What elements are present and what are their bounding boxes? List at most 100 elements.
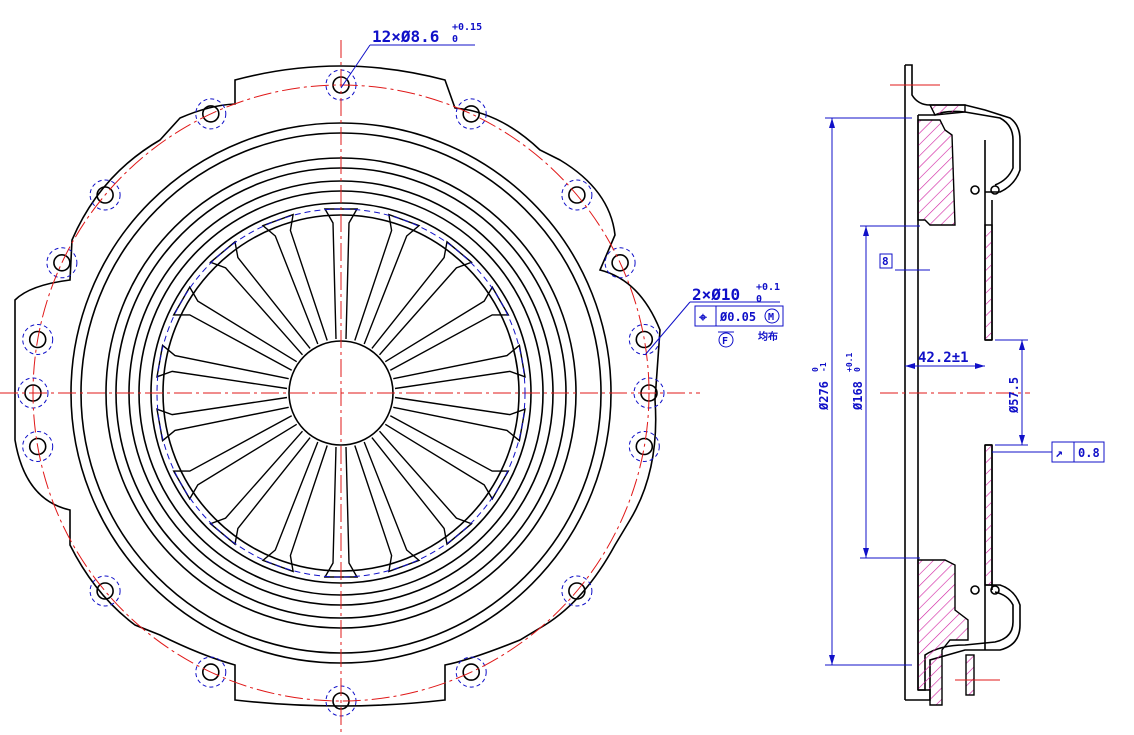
arrow-mid-top [863,226,869,236]
holes-12-callout: 12×Ø8.6 +0.15 0 [340,22,482,89]
arrow-inner-bottom [1019,435,1025,445]
inner-diameter-label: Ø57.5 [1007,377,1021,414]
bolt-hole-counterbore [455,656,487,688]
spring-rivet-circle [156,208,526,578]
arrow-mid-bottom [863,548,869,558]
diaphragm-finger [354,213,421,345]
mid-diameter-tol-upper: +0.1 [845,353,854,372]
runout-value: 0.8 [1078,446,1100,460]
bolt-hole [202,663,220,681]
runout-frame [1051,441,1105,463]
holes-12-tol-upper: +0.15 [452,22,482,33]
outer-diameter-tol-upper: 0 [811,367,820,372]
bolt-hole [611,253,629,272]
bolt-hole [28,437,47,456]
holes-2-tol-upper: +0.1 [756,282,780,293]
bolt-hole [635,437,654,456]
holes-2-tol-lower: 0 [756,294,762,305]
side-box-text: 8 [882,255,889,268]
bolt-hole [568,186,586,204]
bolt-hole-counterbore [22,324,54,355]
diaphragm-finger [354,441,421,573]
bolt-hole-counterbore [89,575,121,607]
top-strap-section [928,104,966,116]
bolt-hole [28,330,47,349]
fcf-datum-circle [718,332,734,348]
dimension-arrowheads [829,118,1025,665]
bolt-hole-counterbore [561,575,593,607]
holes-12-leader [340,44,371,89]
bolt-hole-counterbore [22,431,54,462]
holes-2-leader [644,301,691,356]
fcf-datum: F [722,336,728,347]
bolt-hole-counterbore [628,431,660,462]
outer-diameter-text: Ø276 [817,381,831,411]
fcf-modifier: M [768,312,774,323]
diaphragm-finger [261,441,328,573]
runout-control-frame: ↗ 0.8 [1051,441,1105,463]
bolt-hole-counterbore [195,656,227,688]
diaphragm-finger [371,240,473,356]
arrow-inner-top [1019,340,1025,350]
fcf-tolerance: Ø0.05 [719,310,756,324]
pressure-plate-section-bottom [917,559,969,706]
bottom-flange-profile [905,584,1021,701]
pivot-ring-top-b [990,185,1000,195]
diaphragm-finger [371,430,473,546]
holes-12-tol-lower: 0 [452,34,458,45]
arrow-outer-top [829,118,835,128]
top-flange-profile [905,64,1021,193]
depth-text: 42.2±1 [918,350,969,366]
diaphragm-finger [393,343,526,390]
diaphragm-finger [156,396,289,443]
cover-wall-section-top [984,224,993,341]
pressure-plate-section-top [917,119,956,226]
inner-diameter-text: Ø57.5 [1007,377,1021,414]
pressure-plate-sections [917,104,993,706]
bolt-hole-counterbore [455,98,487,130]
fcf-note: 均布 [758,330,778,343]
bolt-hole [568,582,586,600]
fcf-position-symbol: ⌖ [698,310,707,326]
bolt-hole [635,330,654,349]
diaphragm-finger [172,415,298,501]
bolt-hole [96,186,114,204]
fcf-frame [694,305,784,327]
bolt-hole-counterbore [46,247,78,279]
pivot-ring-bottom-b [990,585,1000,595]
front-centerlines [0,40,700,735]
diaphragm-finger [209,430,311,546]
front-view [14,65,665,717]
position-feature-control-frame: ⌖ Ø0.05 M F 均布 [694,305,784,348]
runout-symbol: ↗ [1055,446,1063,461]
holes-2-callout: 2×Ø10 +0.1 0 [644,282,780,356]
pivot-ring-top-a [970,185,980,195]
bolt-hole-counterbore [604,247,636,279]
cover-wall-section-bottom [984,444,993,586]
bolt-hole [462,663,481,681]
bolt-hole [53,253,71,272]
arrow-depth-left [905,363,915,369]
bottom-lug-section [965,654,975,696]
bolt-hole-counterbore [561,179,593,211]
pivot-ring-bottom-a [970,585,980,595]
mid-diameter-tol-lower: 0 [853,367,862,372]
diaphragm-finger [209,240,311,356]
bolt-hole-counterbore [628,324,660,355]
bolt-circle-centerline [32,84,650,702]
arrow-depth-right [975,363,985,369]
side-dimensions [825,117,1052,666]
diaphragm-finger [172,285,298,371]
bolt-hole-counterbore [89,179,121,211]
outer-flange-outline [14,65,661,707]
bolt-hole [96,582,114,600]
side-view: Ø276 0 -1 Ø168 +0.1 0 Ø57.5 42.2±1 8 ↗ 0… [811,64,1105,706]
bolt-hole-counterbore [195,98,227,130]
bolt-hole [202,105,220,123]
diaphragm-finger [261,213,328,345]
diaphragm-finger [384,285,510,371]
holes-12-text: 12×Ø8.6 [372,27,439,46]
mid-diameter-label: Ø168 +0.1 0 [845,353,865,411]
side-box-frame [879,253,893,269]
